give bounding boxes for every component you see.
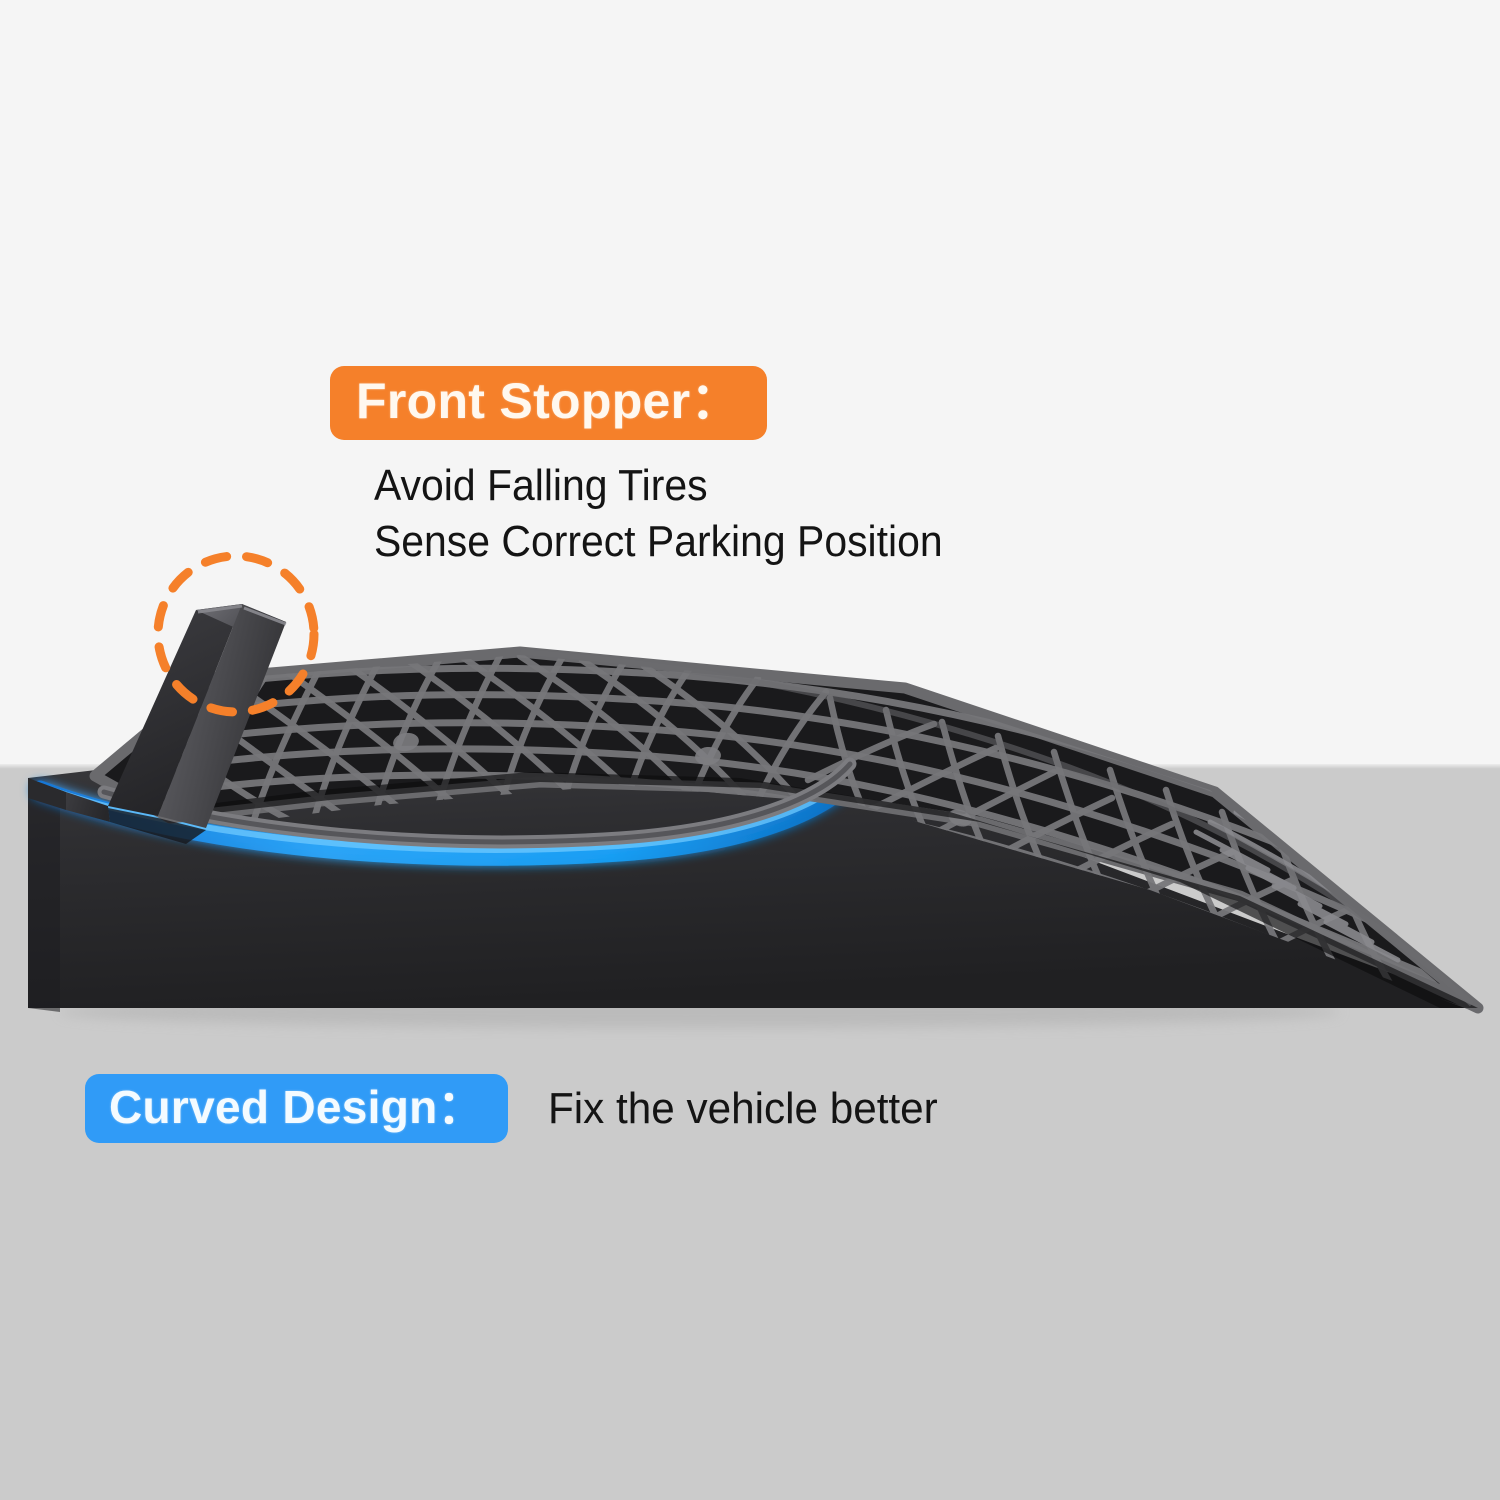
product-image — [0, 560, 1500, 1040]
curved-design-description: Fix the vehicle better — [547, 1083, 938, 1133]
front-stopper-description: Avoid Falling Tires Sense Correct Parkin… — [374, 458, 1040, 571]
front-stopper-line-1: Avoid Falling Tires — [374, 461, 708, 510]
ramp-front-face — [28, 746, 1478, 1008]
badge-curved-design: Curved Design： — [85, 1074, 508, 1143]
callout-curved-design: Curved Design： Fix the vehicle better — [85, 1074, 954, 1143]
front-stopper-line-2: Sense Correct Parking Position — [374, 517, 943, 567]
callout-front-stopper: Front Stopper： Avoid Falling Tires Sense… — [330, 366, 1090, 571]
ramp-top-deck — [95, 652, 1478, 1008]
badge-front-stopper: Front Stopper： — [330, 366, 767, 440]
